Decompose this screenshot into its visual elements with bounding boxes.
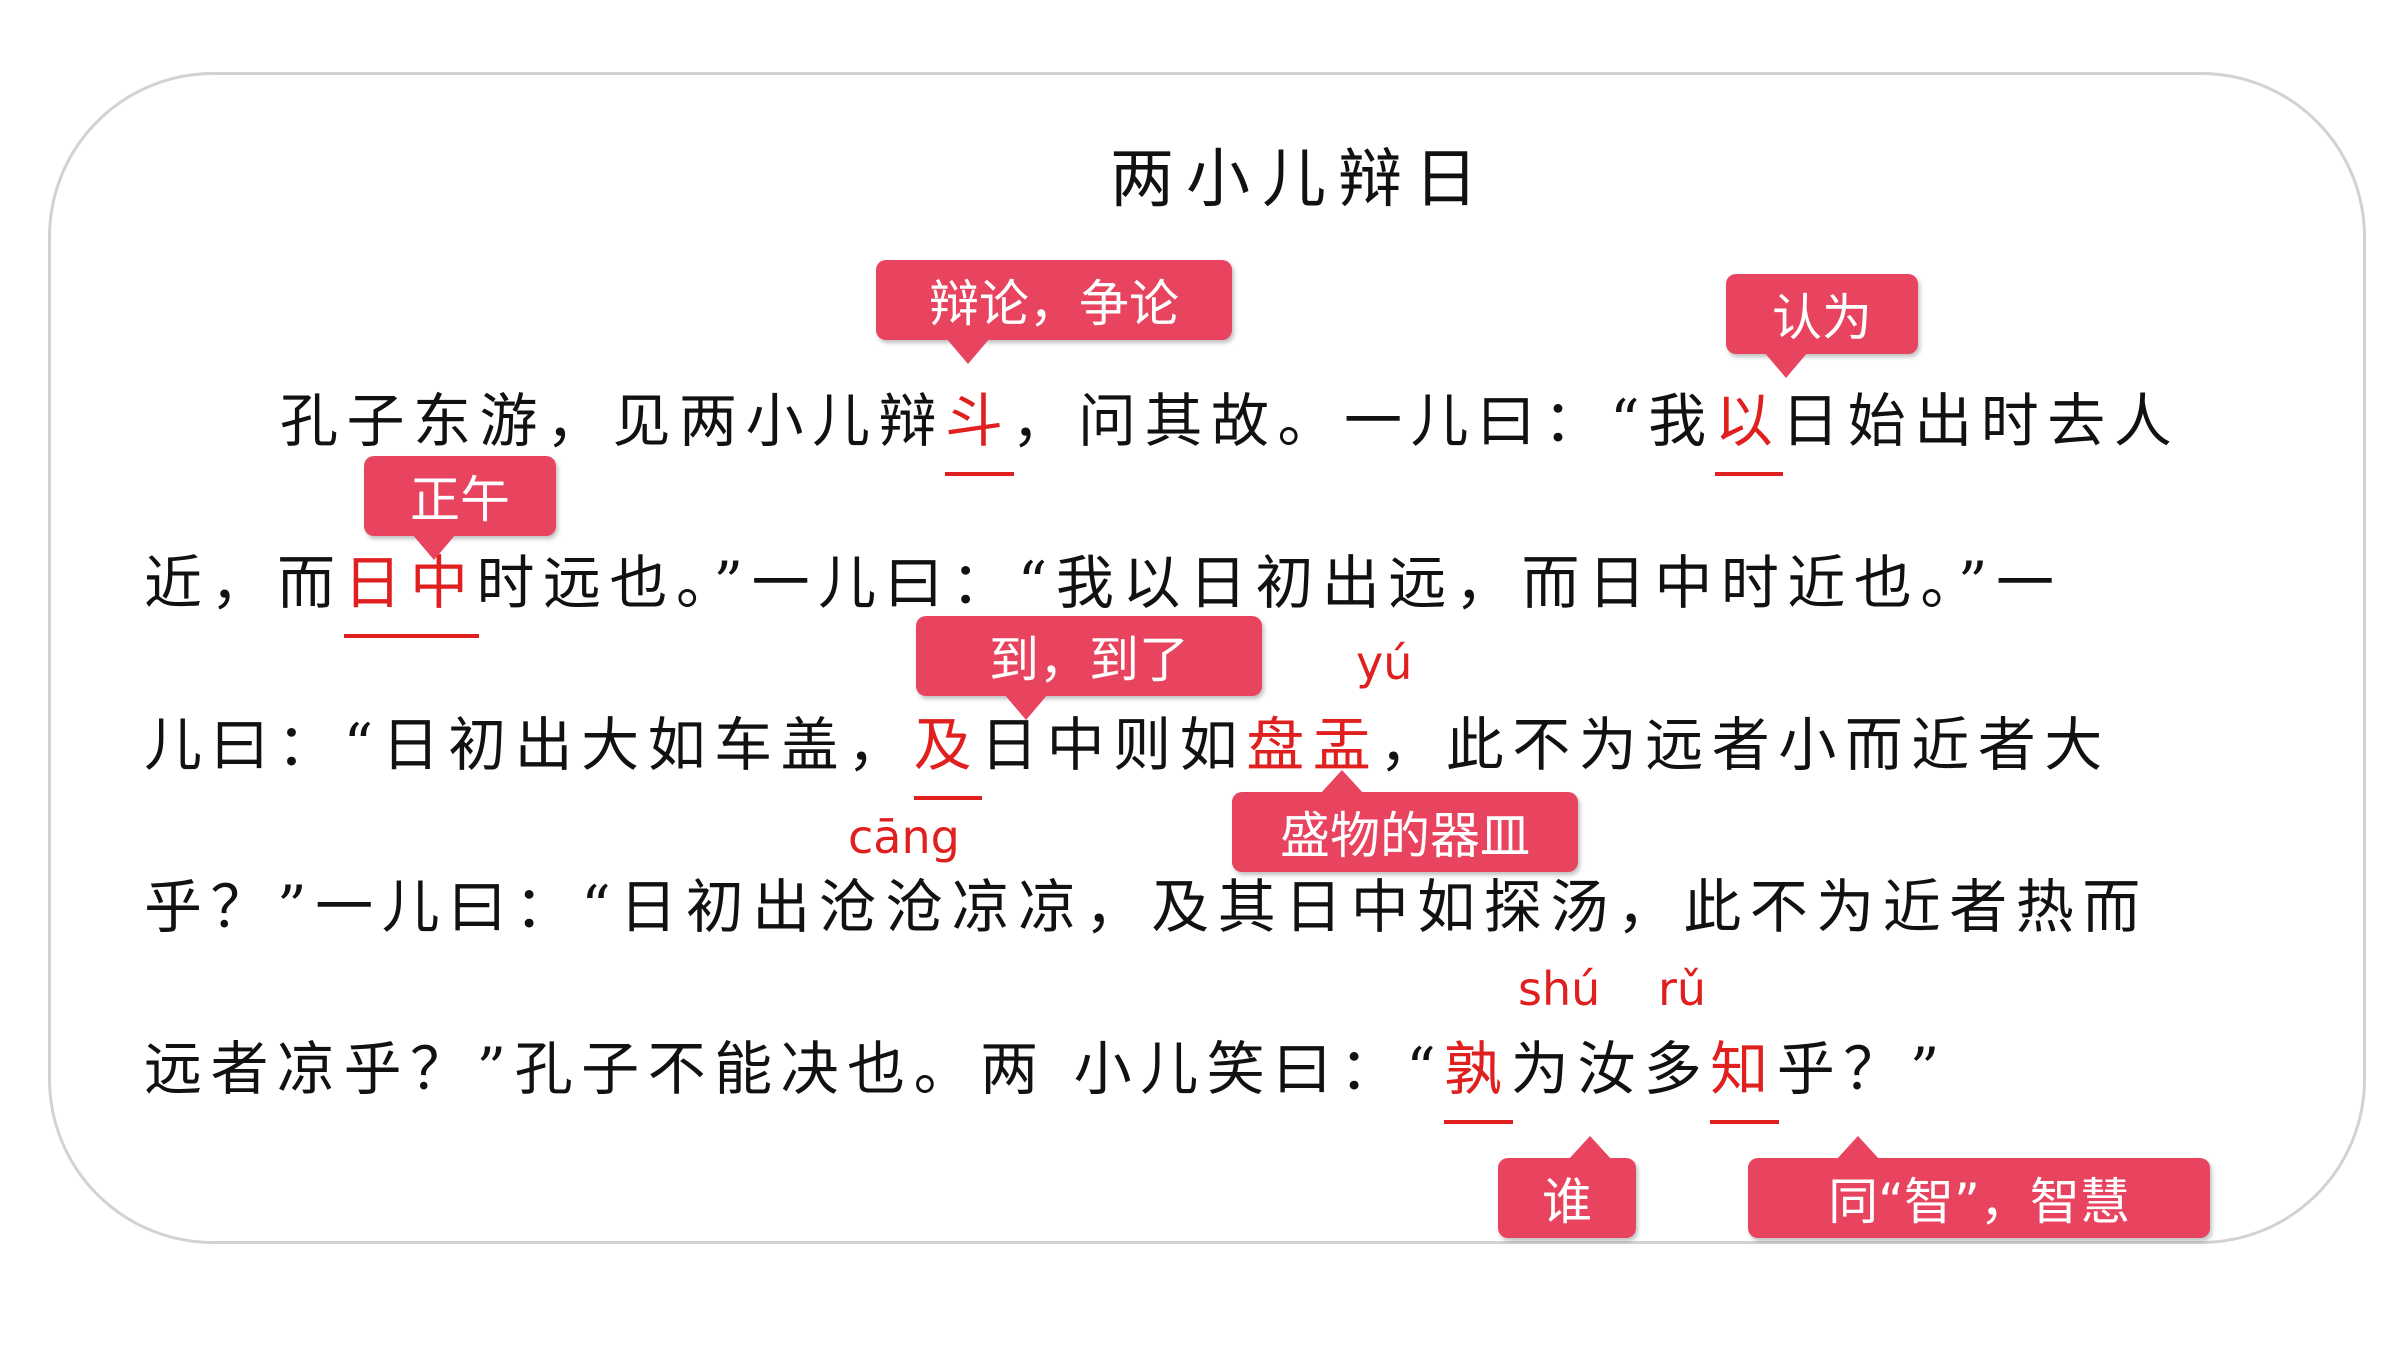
highlighted-word: 斗 — [945, 387, 1014, 476]
page-title: 两小儿辩日 — [1110, 143, 1490, 217]
text-segment: 为汝多 — [1510, 1035, 1711, 1103]
text-segment: 孔子东游，见两小儿辩 — [280, 387, 946, 455]
callout-yi: 认为 — [1726, 274, 1918, 354]
pinyin-shu: shú — [1518, 962, 1601, 1016]
text-line-4: 乎？”一儿曰：“日初出沧沧凉凉，及其日中如探汤，此不为近者热而 — [144, 872, 2149, 942]
highlighted-word: 孰 — [1444, 1035, 1513, 1124]
highlighted-word: 及 — [913, 711, 982, 800]
pinyin-yu: yú — [1356, 636, 1413, 690]
callout-panyu: 盛物的器皿 — [1232, 792, 1578, 872]
text-line-5: 远者凉乎？”孔子不能决也。两 小儿笑曰：“孰为汝多知乎？” — [144, 1034, 1948, 1124]
highlighted-word: 以 — [1714, 387, 1783, 476]
callout-zhi: 同“智”，智慧 — [1748, 1158, 2210, 1238]
callout-dou: 辩论，争论 — [876, 260, 1232, 340]
callout-ji: 到，到了 — [916, 616, 1262, 696]
text-segment: 乎？” — [1776, 1035, 1948, 1103]
highlighted-word: 日中 — [343, 549, 479, 638]
callout-shu: 谁 — [1498, 1158, 1636, 1238]
text-segment: 乎？”一儿曰：“日初出沧沧凉凉，及其日中如探汤，此不为近者热而 — [144, 873, 2149, 941]
text-segment: ，问其故。一儿曰：“我 — [1011, 387, 1715, 455]
text-segment: 远者凉乎？”孔子不能决也。两 小儿笑曰：“ — [144, 1035, 1445, 1103]
text-segment: ，此不为远者小而近者大 — [1379, 711, 2111, 779]
highlighted-word: 知 — [1710, 1035, 1779, 1124]
callout-rizhong: 正午 — [364, 456, 556, 536]
text-line-2: 近，而日中时远也。”一儿曰：“我以日初出远，而日中时近也。”一 — [144, 548, 2063, 638]
text-line-3: 儿曰：“日初出大如车盖，及日中则如盘盂，此不为远者小而近者大 — [144, 710, 2111, 800]
text-segment: 时远也。”一儿曰：“我以日初出远，而日中时近也。”一 — [476, 549, 2063, 617]
text-segment: 儿曰：“日初出大如车盖， — [144, 711, 914, 779]
text-segment: 近，而 — [144, 549, 344, 617]
pinyin-ru: rǔ — [1658, 962, 1707, 1016]
pinyin-cang: cāng — [848, 810, 960, 864]
text-segment: 日中则如 — [980, 711, 1247, 779]
text-segment: 日始出时去人 — [1781, 387, 2181, 455]
text-line-1: 孔子东游，见两小儿辩斗，问其故。一儿曰：“我以日始出时去人 — [280, 386, 2181, 476]
